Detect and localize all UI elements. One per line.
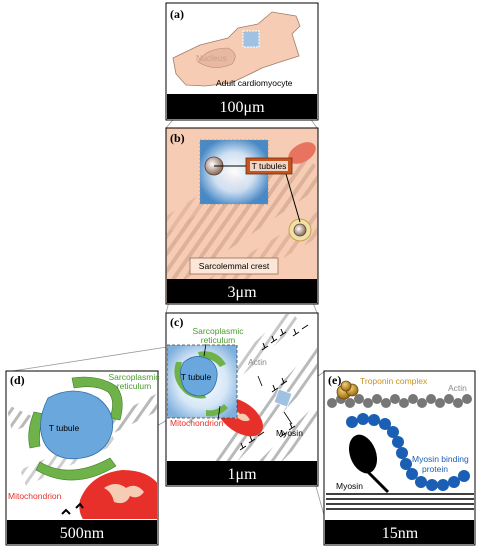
- mitochondrion-b-right: [288, 142, 316, 164]
- myosin-head: [348, 434, 378, 474]
- scale-bar-d: [7, 520, 157, 544]
- panel-d: (d) Sarcoplasmic reticulum T tubule Mito…: [5, 370, 160, 546]
- sarcolemmal-crest-label: Sarcolemmal crest: [199, 261, 270, 271]
- mybp-label-line1: Myosin binding: [412, 454, 469, 464]
- sr-label-d-line2: reticulum: [117, 381, 151, 391]
- actin-arrows-c: [239, 324, 309, 451]
- myosin-label-c: Myosin: [276, 428, 303, 438]
- scale-label-a: 100μm: [219, 99, 265, 116]
- sr-label-d-line1: Sarcoplasmic: [108, 372, 160, 382]
- zoom-box-a: [242, 30, 260, 48]
- mybp-label-line2: protein: [422, 464, 448, 474]
- panel-c: (c) Sarcoplasmic reticulum T tubule Acti…: [165, 312, 319, 487]
- cardiomyocyte-label: Adult cardiomyocyte: [216, 78, 293, 88]
- scale-bar-c: [167, 461, 317, 485]
- t-tubule-c: [180, 356, 218, 397]
- t-tubules-label: T tubules: [252, 161, 287, 171]
- actin-label-e: Actin: [448, 383, 467, 393]
- sr-d-lower: [35, 457, 117, 481]
- myosin-binding-protein: [346, 413, 470, 491]
- sarcolemmal-crest-box: [189, 257, 279, 275]
- sr-label-c-line2: reticulum: [201, 335, 235, 345]
- scale-label-b: 3μm: [227, 284, 257, 301]
- scale-bar-e: [325, 520, 474, 544]
- troponin-complex: [336, 380, 359, 400]
- panel-letter-d: (d): [10, 373, 25, 387]
- myofibril-stripes-b: [167, 150, 317, 279]
- thick-filament-lines: [326, 493, 474, 510]
- zoom-box-e-marker: [273, 388, 293, 408]
- nucleus-shape: [197, 47, 236, 68]
- sr-label-c-line1: Sarcoplasmic: [192, 326, 244, 336]
- actin-label-c: Actin: [248, 357, 267, 367]
- panel-letter-c: (c): [170, 315, 183, 329]
- panel-letter-a: (a): [170, 7, 184, 21]
- myosin-label-e: Myosin: [336, 481, 363, 491]
- scale-bar-b: [167, 279, 317, 303]
- nucleus-label: Nucleus: [196, 53, 227, 63]
- actin-filament-e: [327, 394, 472, 408]
- panel-a: (a) Nucleus Adult cardiomyocyte 100μm: [165, 2, 319, 121]
- panel-letter-b: (b): [170, 131, 185, 145]
- myosin-neck: [364, 468, 390, 494]
- troponin-label: Troponin complex: [360, 376, 428, 386]
- t-tubule-label-c: T tubule: [181, 372, 212, 382]
- panel-b: T tubules Sarcolemmal crest (b) 3μm: [165, 127, 319, 305]
- scale-label-d: 500nm: [60, 525, 105, 542]
- t-tubule-d: [40, 390, 114, 460]
- myofilament-d-top: [7, 404, 40, 432]
- t-tubule-label-d: T tubule: [49, 423, 80, 433]
- panel-letter-e: (e): [328, 373, 341, 387]
- scale-bar-a: [167, 94, 317, 119]
- mitochondrion-label-c: Mitochondrion: [170, 418, 224, 428]
- scale-label-e: 15nm: [382, 525, 419, 542]
- cardiomyocyte-shape: [172, 11, 301, 87]
- mitochondrion-label-d: Mitochondrion: [8, 491, 62, 501]
- scale-label-c: 1μm: [227, 466, 257, 483]
- panel-e: (e) Troponin complex Actin Myosin bindin…: [323, 370, 476, 546]
